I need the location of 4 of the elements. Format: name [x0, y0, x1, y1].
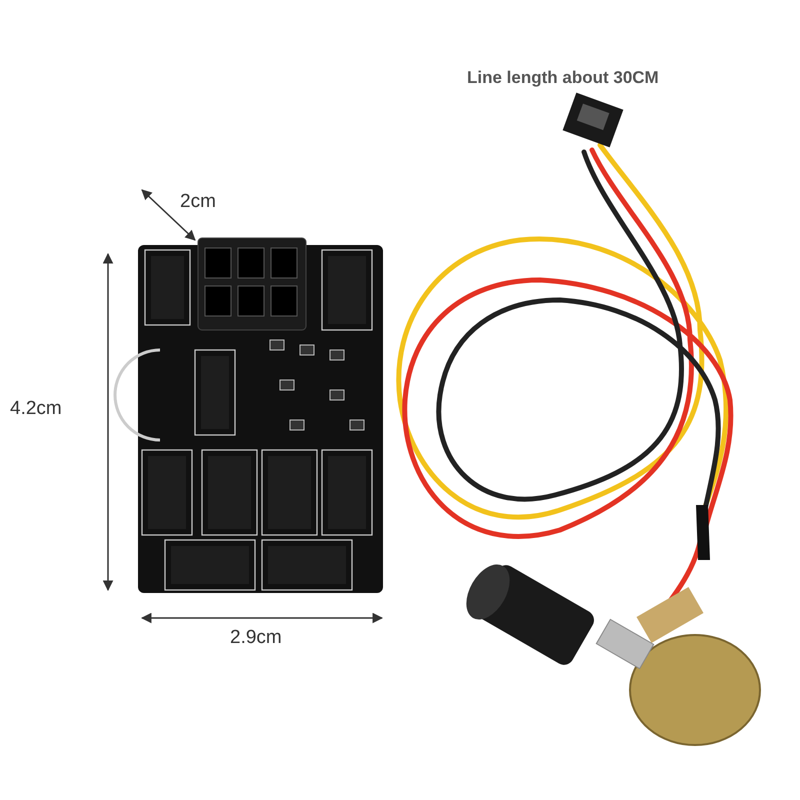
dimension-label: 2cm: [180, 191, 216, 213]
dimension-label: 4.2cm: [10, 398, 62, 420]
cable-length-note: Line length about 30CM: [467, 68, 659, 88]
dimension-label: 2.9cm: [230, 627, 282, 649]
